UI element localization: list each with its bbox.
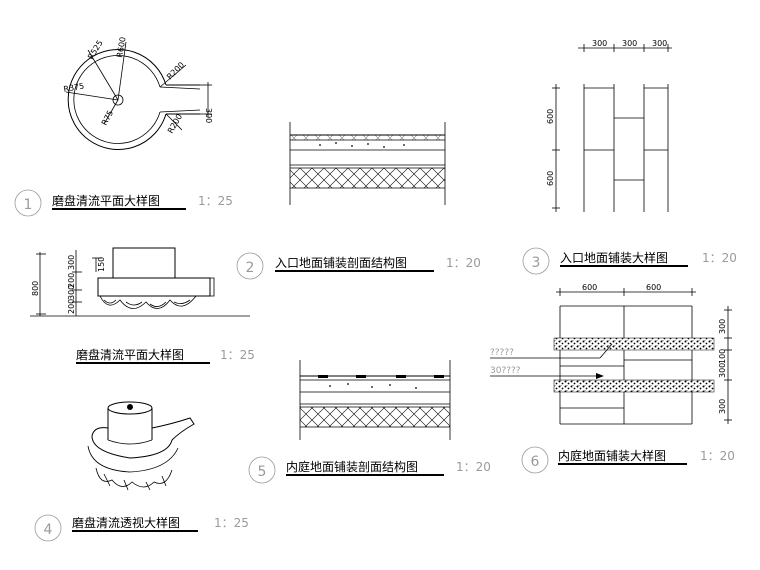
drawing-title-text-5: 内庭地面铺装剖面结构图 bbox=[286, 459, 418, 474]
top-dimension-300a: 300 bbox=[592, 39, 607, 48]
radius-525-label: R525 bbox=[86, 39, 105, 61]
side-dimension-600b: 600 bbox=[546, 171, 555, 186]
elevation-200-label: 200 bbox=[67, 273, 76, 288]
millstone-perspective-drawing bbox=[87, 401, 195, 491]
radius-375-label: R375 bbox=[63, 81, 85, 93]
entrance-paving-plan-drawing: 300 300 300 600 600 bbox=[546, 39, 672, 212]
drawing-title-5: 5 内庭地面铺装剖面结构图 1：20 bbox=[248, 456, 491, 484]
drawing-scale-5: 1：20 bbox=[456, 460, 491, 474]
drawing-title-text-4: 磨盘清流透视大样图 bbox=[72, 515, 180, 530]
drawing-title-6: 6 内庭地面铺装大样图 1：20 bbox=[521, 446, 735, 474]
drawing-scale-6: 1：20 bbox=[700, 449, 735, 463]
side-dimension-600a: 600 bbox=[546, 109, 555, 124]
drawing-number-3: 3 bbox=[532, 255, 541, 271]
drawing-scale-3: 1：20 bbox=[702, 251, 737, 265]
radius-200-top-label: R200 bbox=[165, 60, 186, 81]
drawing-title-text-6: 内庭地面铺装大样图 bbox=[558, 448, 666, 463]
drawing-title-text-2: 入口地面铺装剖面结构图 bbox=[275, 255, 407, 270]
drawing-title-text-elevation: 磨盘清流平面大样图 bbox=[76, 347, 184, 362]
drawing-number-1: 1 bbox=[24, 197, 33, 213]
radius-200-bottom-label: R200 bbox=[166, 112, 184, 135]
elevation-150-label: 150 bbox=[97, 257, 106, 272]
callout-note-1: ????? bbox=[490, 348, 514, 358]
millstone-plan-drawing: R600 R525 R375 R75 R200 R200 300 bbox=[63, 36, 213, 150]
radius-600-label: R600 bbox=[115, 36, 127, 58]
right-dimension-300a: 300 bbox=[718, 319, 727, 334]
elevation-300b-label: 300 bbox=[67, 285, 76, 300]
drawing-title-text-1: 磨盘清流平面大样图 bbox=[52, 193, 160, 208]
elevation-200b-label: 200 bbox=[67, 299, 76, 314]
drawing-number-2: 2 bbox=[246, 260, 255, 276]
drawing-scale-elevation: 1：25 bbox=[220, 348, 255, 362]
right-dimension-300b: 300 bbox=[718, 363, 727, 378]
drawing-title-4: 4 磨盘清流透视大样图 1：25 bbox=[34, 514, 249, 542]
millstone-elevation-drawing: 800 300 200 300 200 150 bbox=[30, 247, 250, 317]
right-dimension-100: 100 bbox=[718, 349, 727, 364]
courtyard-paving-plan-drawing: 600 600 300 100 300 300 ????? 30???? bbox=[490, 283, 732, 425]
callout-note-2: 30???? bbox=[490, 366, 521, 376]
drawing-title-3: 3 入口地面铺装大样图 1：20 bbox=[522, 247, 737, 275]
top-dimension-600a: 600 bbox=[582, 283, 597, 292]
drawing-title-2: 2 入口地面铺装剖面结构图 1：20 bbox=[236, 252, 481, 280]
drawing-scale-4: 1：25 bbox=[214, 516, 249, 530]
drawing-title-text-3: 入口地面铺装大样图 bbox=[560, 250, 668, 265]
top-dimension-600b: 600 bbox=[646, 283, 661, 292]
drawing-number-4: 4 bbox=[44, 522, 53, 538]
courtyard-paving-section-drawing bbox=[299, 360, 451, 440]
dimension-300-label: 300 bbox=[204, 108, 213, 123]
top-dimension-300b: 300 bbox=[622, 39, 637, 48]
drawing-number-6: 6 bbox=[531, 454, 540, 470]
elevation-800-label: 800 bbox=[31, 281, 40, 296]
top-dimension-300c: 300 bbox=[652, 39, 667, 48]
elevation-300-label: 300 bbox=[67, 255, 76, 270]
drawing-title-1: 1 磨盘清流平面大样图 1：25 bbox=[14, 189, 233, 217]
drawing-scale-1: 1：25 bbox=[198, 194, 233, 208]
entrance-paving-section-drawing bbox=[289, 122, 446, 205]
drawing-number-5: 5 bbox=[258, 464, 267, 480]
drawing-title-elevation: 磨盘清流平面大样图 1：25 bbox=[76, 347, 255, 364]
drawing-scale-2: 1：20 bbox=[446, 256, 481, 270]
right-dimension-300c: 300 bbox=[718, 399, 727, 414]
radius-75-label: R75 bbox=[100, 109, 115, 127]
